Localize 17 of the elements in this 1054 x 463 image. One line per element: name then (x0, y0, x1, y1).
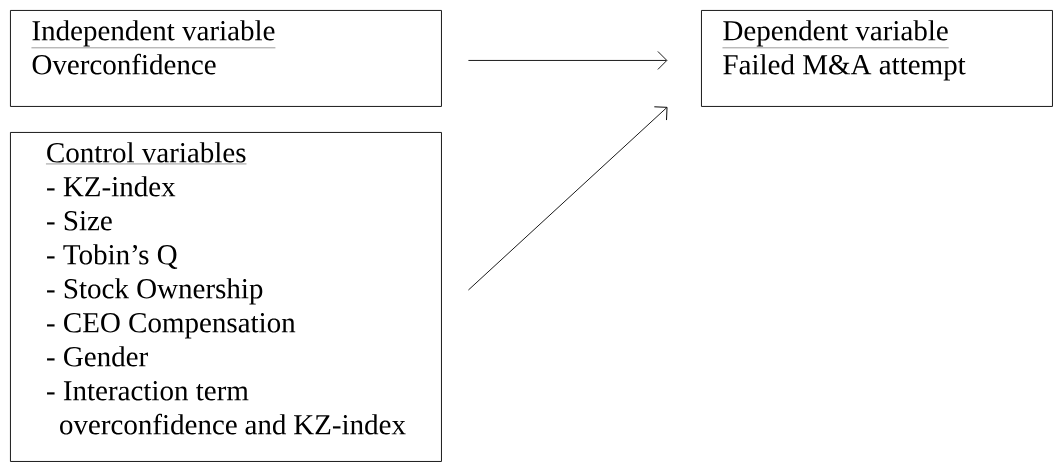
variable-box (701, 10, 1053, 107)
variable-box (10, 132, 442, 462)
body-text: Overconfidence (32, 53, 216, 75)
heading: Independent variable (31, 20, 276, 48)
list-item: - Tobin’s Q (47, 244, 178, 269)
list-item: - Size (47, 211, 112, 231)
heading: Dependent variable (722, 20, 949, 48)
heading: Control variables (45, 142, 247, 165)
list-item: - CEO Compensation (47, 313, 296, 339)
list-item: - KZ-index (47, 176, 176, 197)
arrow (467, 51, 668, 70)
variable-box (10, 10, 442, 107)
list-item: - Gender (47, 346, 148, 367)
list-item: - Interaction term overconfidence and KZ-index (47, 381, 406, 435)
list-item: - Stock Ownership (47, 278, 263, 305)
body-text: Failed M&A attempt (723, 54, 966, 81)
arrow (467, 106, 668, 291)
